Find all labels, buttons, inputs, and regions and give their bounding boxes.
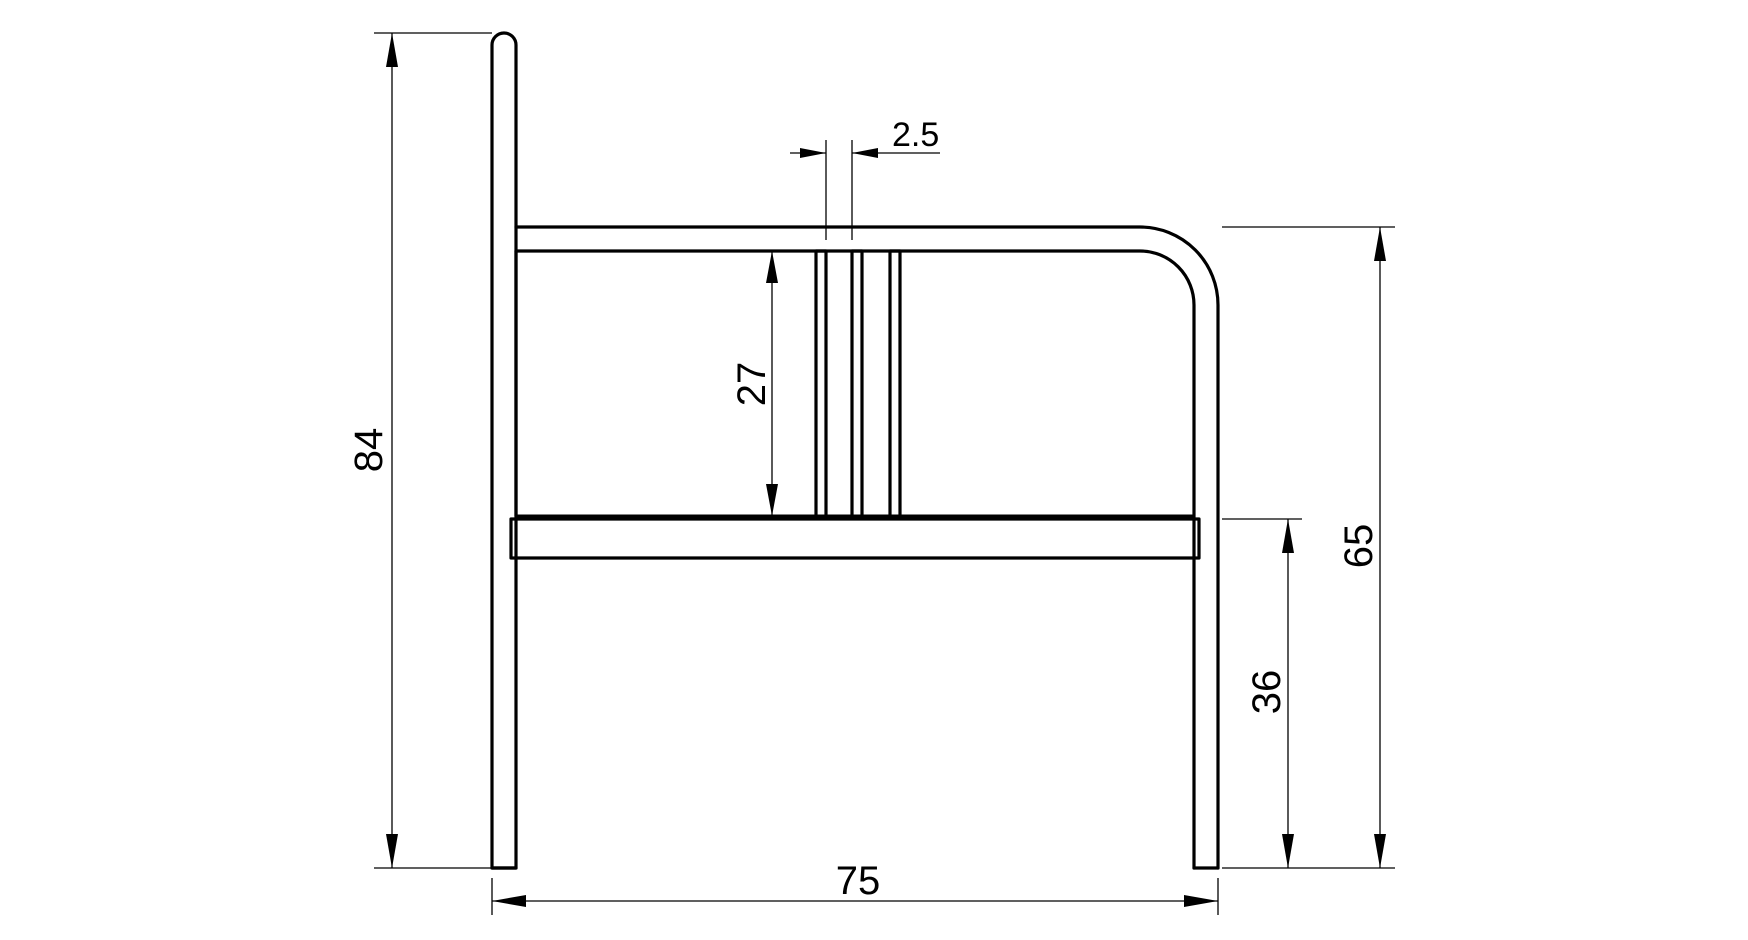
dimension-label-overall-width: 75	[836, 859, 881, 903]
dimension-backrest-height: 27	[730, 251, 778, 516]
armrest-rail-outer	[514, 225, 1220, 870]
chair-frame	[490, 31, 1220, 870]
dimension-overall-width: 75	[491, 859, 1219, 915]
dimension-label-armrest-height: 65	[1337, 524, 1381, 569]
dimension-label-slat-gap: 2.5	[892, 116, 939, 154]
dimension-label-seat-height: 36	[1245, 670, 1289, 715]
dimension-overall-height: 84	[347, 32, 492, 869]
dimension-label-overall-height: 84	[347, 428, 391, 473]
dimension-label-backrest-height: 27	[730, 362, 774, 407]
dimension-seat-height: 36	[1222, 518, 1302, 868]
slat-2	[850, 249, 864, 519]
slat-3	[888, 249, 902, 519]
armrest-rail-inner	[514, 249, 1196, 870]
dimension-armrest-height: 65	[1222, 226, 1395, 869]
seat-rail	[509, 517, 1201, 560]
dimension-slat-gap: 2.5	[790, 116, 940, 240]
rear-post	[490, 31, 518, 870]
slat-1	[814, 249, 828, 519]
